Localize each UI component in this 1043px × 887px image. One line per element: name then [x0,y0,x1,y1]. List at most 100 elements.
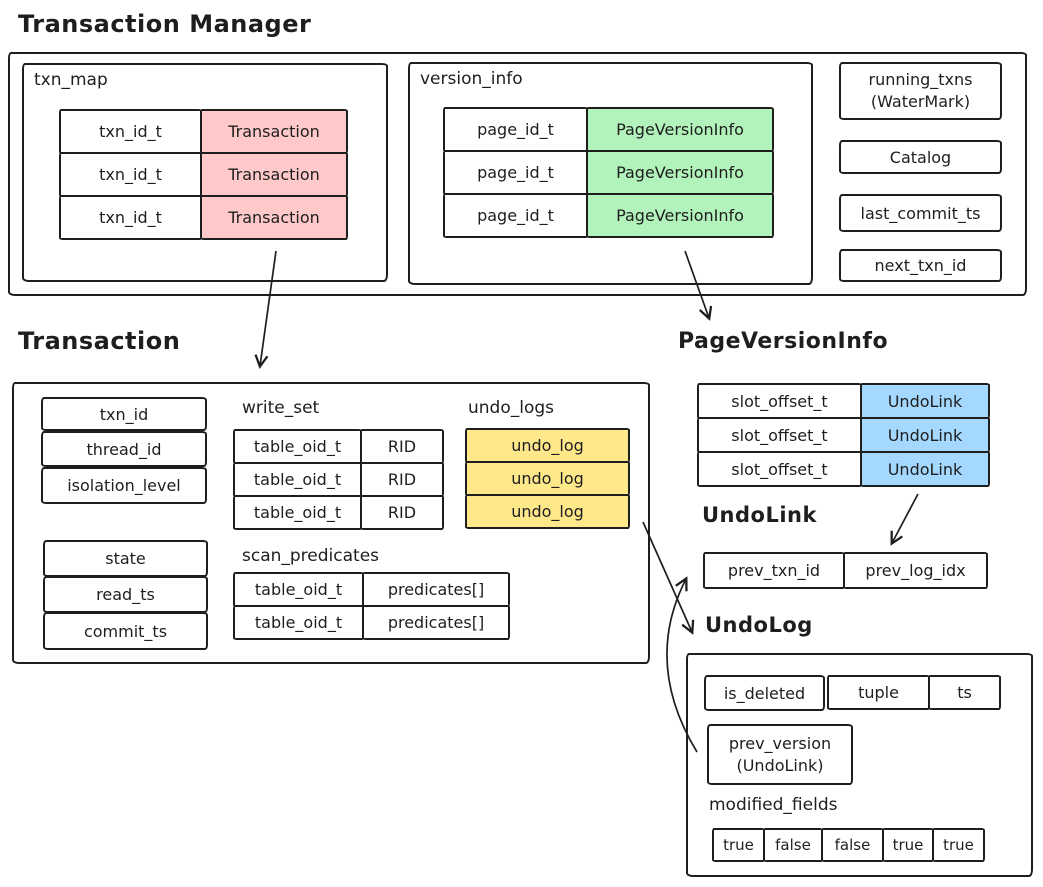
transaction-title: Transaction [18,327,181,355]
table-row: slot_offset_t UndoLink [697,417,990,453]
ts-cell: ts [928,675,1001,710]
table-row: txn_id_t Transaction [59,109,348,154]
modified-field-cell: false [821,828,884,862]
transaction-cell: Transaction [200,109,348,154]
page-id-cell: page_id_t [443,193,588,238]
undo-link-cell: UndoLink [860,451,990,487]
txn-map-box: txn_map txn_id_t Transaction txn_id_t Tr… [22,63,388,282]
modified-field-cell: true [882,828,934,862]
isolation-level-field: isolation_level [41,467,207,504]
table-row: prev_txn_id prev_log_idx [703,552,988,589]
undo-log-title: UndoLog [705,613,813,637]
version-info-box: version_info page_id_t PageVersionInfo p… [408,62,813,285]
undo-logs-stack: undo_log undo_log undo_log [465,428,630,529]
table-row: undo_log [465,494,630,529]
table-oid-cell: table_oid_t [233,429,362,464]
arrow-undo-log-to-undolog-struct [642,521,695,635]
table-row: table_oid_t RID [233,429,444,464]
undo-log-cell: undo_log [465,461,630,496]
undo-log-cell: undo_log [465,494,630,529]
table-oid-cell: table_oid_t [233,605,364,640]
rid-cell: RID [360,429,444,464]
table-row: table_oid_t predicates[] [233,572,510,607]
undo-link-title: UndoLink [702,503,817,527]
table-row: table_oid_t RID [233,462,444,497]
is-deleted-cell: is_deleted [704,675,825,711]
table-row: slot_offset_t UndoLink [697,451,990,487]
scan-predicates-table: table_oid_t predicates[] table_oid_t pre… [233,572,510,640]
txn-map-table: txn_id_t Transaction txn_id_t Transactio… [59,109,348,240]
txn-id-cell: txn_id_t [59,195,202,240]
scan-predicates-label: scan_predicates [242,546,380,566]
transaction-cell: Transaction [200,152,348,197]
undo-link-row: prev_txn_id prev_log_idx [703,552,988,589]
running-txns-box: running_txns (WaterMark) [839,62,1002,120]
modified-field-cell: true [712,828,765,862]
commit-ts-field: commit_ts [43,612,208,650]
next-txn-id-box: next_txn_id [839,249,1002,282]
table-oid-cell: table_oid_t [233,572,364,607]
last-commit-ts-box: last_commit_ts [839,194,1002,232]
modified-field-cell: false [763,828,823,862]
table-row: table_oid_t predicates[] [233,605,510,640]
modified-fields-row: true false false true true [712,828,985,862]
undo-logs-label: undo_logs [468,398,555,418]
page-version-info-table: slot_offset_t UndoLink slot_offset_t Und… [697,383,990,487]
read-ts-field: read_ts [43,576,208,613]
prev-txn-id-cell: prev_txn_id [703,552,845,589]
undo-log-cell: undo_log [465,428,630,463]
running-txns-line2: (WaterMark) [870,92,971,111]
table-row: page_id_t PageVersionInfo [443,107,774,152]
state-field: state [43,540,208,577]
page-version-info-cell: PageVersionInfo [586,107,774,152]
undo-link-cell: UndoLink [860,417,990,453]
rid-cell: RID [360,462,444,497]
rid-cell: RID [360,495,444,530]
tuple-cell: tuple [827,675,930,710]
transaction-cell: Transaction [200,195,348,240]
thread-id-field: thread_id [41,431,207,467]
write-set-label: write_set [242,398,320,418]
table-row: txn_id_t Transaction [59,195,348,240]
table-row: table_oid_t RID [233,495,444,530]
prev-version-line2: (UndoLink) [736,755,824,775]
prev-log-idx-cell: prev_log_idx [843,552,988,589]
table-row: page_id_t PageVersionInfo [443,150,774,195]
txn-id-cell: txn_id_t [59,109,202,154]
slot-offset-cell: slot_offset_t [697,417,862,453]
page-version-info-cell: PageVersionInfo [586,193,774,238]
table-row: tuple ts [827,675,1001,710]
version-info-table: page_id_t PageVersionInfo page_id_t Page… [443,107,774,238]
table-row: undo_log [465,461,630,496]
transaction-manager-title: Transaction Manager [18,10,312,38]
running-txns-line1: running_txns [868,70,973,90]
version-info-label: version_info [420,69,523,89]
modified-fields-label: modified_fields [709,795,838,815]
table-oid-cell: table_oid_t [233,495,362,530]
prev-version-box: prev_version (UndoLink) [707,724,853,785]
page-id-cell: page_id_t [443,150,588,195]
table-row: page_id_t PageVersionInfo [443,193,774,238]
page-version-info-title: PageVersionInfo [678,329,889,354]
prev-version-line1: prev_version [728,733,832,753]
table-row: slot_offset_t UndoLink [697,383,990,419]
page-id-cell: page_id_t [443,107,588,152]
txn-id-cell: txn_id_t [59,152,202,197]
page-version-info-cell: PageVersionInfo [586,150,774,195]
slot-offset-cell: slot_offset_t [697,451,862,487]
modified-field-cell: true [932,828,985,862]
table-oid-cell: table_oid_t [233,462,362,497]
write-set-table: table_oid_t RID table_oid_t RID table_oi… [233,429,444,530]
table-row: undo_log [465,428,630,463]
txn-id-field: txn_id [41,397,207,431]
tuple-ts-row: tuple ts [827,675,1001,710]
predicates-cell: predicates[] [362,605,510,640]
table-row: txn_id_t Transaction [59,152,348,197]
table-row: true false false true true [712,828,985,862]
catalog-box: Catalog [839,140,1002,174]
slot-offset-cell: slot_offset_t [697,383,862,419]
txn-map-label: txn_map [34,70,108,90]
arrow-undolink-cell-to-undolink-struct [890,493,919,546]
undo-link-cell: UndoLink [860,383,990,419]
